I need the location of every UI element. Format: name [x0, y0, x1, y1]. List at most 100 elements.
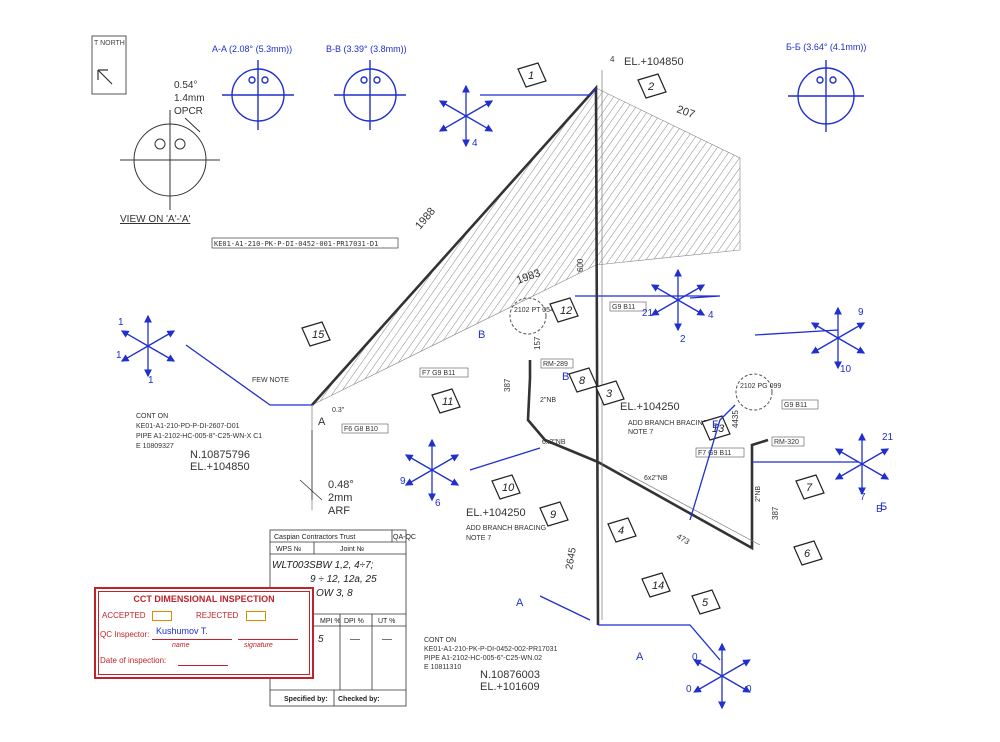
note-g9: G9 B11 [612, 304, 635, 311]
compass-rose-icon [404, 438, 460, 502]
joint-tag-12: 12 [549, 297, 579, 323]
compass-rose-icon [810, 306, 866, 370]
stamp-rejected: REJECTED [196, 611, 239, 620]
dim-157: 157 [533, 336, 542, 350]
joint-tag-label: 7 [806, 482, 813, 494]
compass-rose-icon [438, 84, 494, 148]
joint-tag-14: 14 [641, 572, 671, 598]
instrument-pt: 2102 PT 054 [514, 307, 554, 314]
note-g9b: G9 B11 [784, 402, 807, 409]
table-specified: Specified by: [284, 696, 328, 703]
compass-label-4b: 4 [708, 310, 714, 321]
joint-tag-11: 11 [431, 388, 461, 414]
view-mm: 1.4mm [174, 93, 205, 104]
dim-4435: 4435 [731, 410, 740, 428]
dim-1988: 1988 [413, 205, 438, 231]
joint-tag-6: 6 [793, 540, 823, 566]
note-few: FEW NOTE [252, 377, 289, 384]
elevation-bottom: EL.+101609 [480, 681, 540, 693]
section-bb-circle [788, 60, 864, 132]
dim-600: 600 [576, 258, 585, 272]
section-bb-label: Б-Б (3.64° (4.1mm)) [786, 42, 866, 52]
accepted-checkbox[interactable] [152, 611, 172, 621]
joint-tag-9: 9 [539, 501, 569, 527]
compass-label-7: 7 [860, 492, 866, 503]
compass-label-4a: 4 [472, 138, 478, 149]
table-handwritten-2: 9 ÷ 12, 12a, 25 [310, 574, 377, 585]
stamp-title: CCT DIMENSIONAL INSPECTION [133, 594, 275, 604]
compass-label-1c: 1 [148, 375, 154, 386]
table-checked: Checked by: [338, 696, 380, 703]
elevation-left: EL.+104850 [190, 461, 250, 473]
view-aa-detail [120, 110, 220, 210]
cont-bottom-3: PIPE A1-2102-HC-005-6"-C25-WN.02 [424, 655, 542, 662]
joint-tag-label: 1 [528, 70, 534, 82]
stamp-inspector-name: Kushumov T. [156, 626, 208, 636]
joint-tag-label: 3 [606, 388, 613, 400]
view-angle: 0.54° [174, 80, 197, 91]
mark-b1: B [478, 329, 485, 341]
joint-tag-label: 10 [502, 482, 515, 494]
cont-left-1: CONT ON [136, 413, 168, 420]
mark-a-left: A [318, 416, 326, 428]
note-f7: F7 G9 B11 [422, 370, 455, 377]
table-value-dpi: — [349, 634, 361, 645]
note-f7b: F7 G9 B11 [698, 450, 731, 457]
note-6x2nb-left: 6x2"NB [542, 439, 566, 446]
mid-elevation-left: EL.+104250 [466, 507, 526, 519]
joint-tag-label: 14 [652, 580, 664, 592]
table-joint: Joint № [340, 546, 364, 553]
joint-tag-5: 5 [691, 589, 721, 615]
section-aa-circle [222, 60, 294, 130]
note-rm289: RM-289 [543, 361, 568, 368]
instrument-pg: 2102 PG 099 [740, 383, 781, 390]
compass-label-1b: 1 [116, 350, 122, 361]
cont-left-3: PIPE A1-2102-HC-005-8"-C25-WN-X C1 [136, 433, 262, 440]
view-code: OPCR [174, 106, 203, 117]
joint-tag-label: 6 [804, 548, 811, 560]
table-dpi: DPI % [344, 618, 364, 625]
note-branch-right: ADD BRANCH BRACING [628, 420, 708, 427]
rejected-checkbox[interactable] [246, 611, 266, 621]
mid-elevation-right: EL.+104250 [620, 401, 680, 413]
note-branch-left: ADD BRANCH BRACING [466, 525, 546, 532]
note-6x2nb-right: 6x2"NB [644, 475, 668, 482]
compass-label-6a: 6 [435, 498, 441, 509]
table-ut: UT % [378, 618, 395, 625]
compass-label-1a: 1 [118, 317, 124, 328]
dim-473: 473 [675, 532, 692, 547]
compass-label-b: Б [876, 504, 883, 515]
joint-tag-label: 11 [442, 396, 453, 408]
note-rm320: RM-320 [774, 439, 799, 446]
joint-tag-1: 1 [517, 62, 547, 88]
compass-label-2a: 2 [680, 334, 686, 345]
cont-bottom-2: KE01-A1-210-PK-P-DI-0452-002-PR17031 [424, 646, 558, 653]
compass-label-0b: 0 [686, 684, 692, 695]
section-vv-circle [334, 60, 406, 130]
section-aa-label: A-A (2.08° (5.3mm)) [212, 44, 292, 54]
note-e-top: 0.3" [332, 407, 345, 414]
cont-bottom-4: E 10811310 [424, 664, 461, 671]
note-f6: F6 G8 B10 [344, 426, 378, 433]
arf-detail [299, 430, 323, 501]
dim-387-left: 387 [503, 378, 512, 392]
joint-tag-label: 8 [579, 375, 586, 387]
top-elevation: EL.+104850 [624, 56, 684, 68]
instrument-pg-bubble [735, 373, 773, 411]
compass-rose-icon [693, 642, 751, 710]
dim-2645: 2645 [564, 546, 579, 570]
joint-tag-label: 4 [618, 525, 624, 537]
joint-tag-2: 2 [637, 73, 667, 99]
table-company: Caspian Contractors Trust [274, 534, 355, 541]
compass-rose-icon [120, 314, 176, 378]
joint-tag-label: 9 [550, 509, 556, 521]
view-label: VIEW ON 'A'-'A' [120, 214, 191, 225]
north-coordinate-left: N.10875796 [190, 449, 250, 461]
joint-tag-15: 15 [301, 321, 331, 347]
joint-tag-3: 3 [595, 380, 625, 406]
stamp-date-label: Date of inspection: [100, 656, 167, 665]
compass-label-21a: 21 [642, 308, 654, 319]
compass-rose-icon [834, 432, 890, 496]
stamp-accepted: ACCEPTED [102, 611, 146, 620]
